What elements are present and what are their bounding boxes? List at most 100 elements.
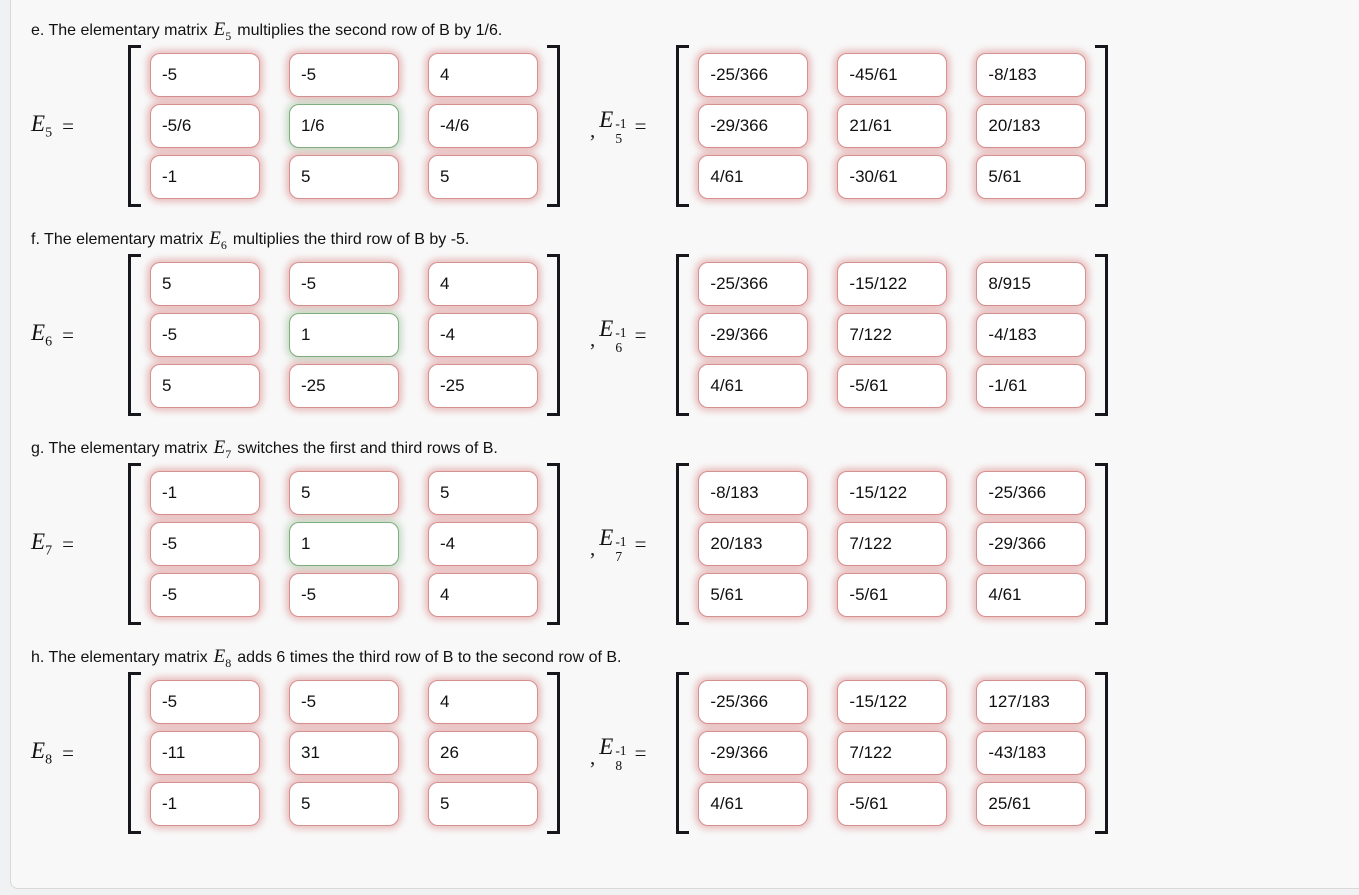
- matrix-cell-input[interactable]: [150, 364, 260, 408]
- right-bracket-icon: [1095, 463, 1109, 625]
- matrix-cell-input[interactable]: [428, 313, 538, 357]
- matrix-cell-input[interactable]: [698, 731, 809, 775]
- matrix-cell-input[interactable]: [428, 680, 538, 724]
- matrix-grid: [150, 672, 538, 834]
- matrix-cell-input[interactable]: [698, 782, 809, 826]
- matrix-cell-input[interactable]: [428, 731, 538, 775]
- matrix-cell-input[interactable]: [976, 313, 1087, 357]
- matrix-cell-input[interactable]: [289, 522, 399, 566]
- matrix-cell-input[interactable]: [976, 471, 1087, 515]
- matrix-cell-input[interactable]: [976, 522, 1087, 566]
- matrix-cell-input[interactable]: [976, 364, 1087, 408]
- matrix-cell-input[interactable]: [976, 104, 1087, 148]
- matrix-cell-input[interactable]: [837, 313, 948, 357]
- comma: ,: [590, 326, 596, 351]
- matrix-cell-input[interactable]: [698, 155, 809, 199]
- matrix-cell-input[interactable]: [698, 262, 809, 306]
- inverse-symbol: E: [599, 734, 614, 760]
- matrix-cell-input[interactable]: [428, 522, 538, 566]
- matrix-cell-input[interactable]: [698, 53, 809, 97]
- matrix-cell-input[interactable]: [150, 731, 260, 775]
- matrix-cell-input[interactable]: [289, 471, 399, 515]
- inverse-superscript: -1: [615, 325, 627, 341]
- section-heading: g. The elementary matrix E7 switches the…: [31, 437, 1359, 461]
- matrix-cell-input[interactable]: [698, 364, 809, 408]
- matrix-cell-input[interactable]: [289, 262, 399, 306]
- matrix-cell-input[interactable]: [150, 262, 260, 306]
- matrix-cell-input[interactable]: [428, 53, 538, 97]
- matrix-cell-input[interactable]: [428, 155, 538, 199]
- matrix-cell-input[interactable]: [698, 471, 809, 515]
- matrix-cell-input[interactable]: [289, 364, 399, 408]
- matrix-cell-input[interactable]: [698, 522, 809, 566]
- matrix-cell-input[interactable]: [428, 104, 538, 148]
- matrix-cell-input[interactable]: [976, 53, 1087, 97]
- matrix-symbol: E: [31, 319, 46, 345]
- matrix-cell-input[interactable]: [837, 262, 948, 306]
- matrix-cell-input[interactable]: [289, 53, 399, 97]
- matrix-cell-input[interactable]: [150, 573, 260, 617]
- matrix-cell-input[interactable]: [428, 471, 538, 515]
- heading-math-symbol: E7: [214, 437, 232, 462]
- matrix-cell-input[interactable]: [150, 471, 260, 515]
- matrix-cell-input[interactable]: [837, 522, 948, 566]
- matrix-cell-input[interactable]: [837, 782, 948, 826]
- matrix-cell-input[interactable]: [150, 313, 260, 357]
- matrix-cell-input[interactable]: [428, 262, 538, 306]
- matrix-cell-input[interactable]: [428, 782, 538, 826]
- matrix-cell-input[interactable]: [837, 731, 948, 775]
- inverse-grid: [698, 672, 1087, 834]
- matrix-cell-input[interactable]: [150, 782, 260, 826]
- left-bracket-icon: [676, 45, 690, 207]
- matrix-cell-input[interactable]: [289, 104, 399, 148]
- inverse-subscript: 7: [615, 548, 623, 564]
- matrix: [128, 45, 560, 207]
- matrix-cell-input[interactable]: [150, 155, 260, 199]
- matrix-cell-input[interactable]: [698, 680, 809, 724]
- matrix-cell-input[interactable]: [837, 53, 948, 97]
- matrix-cell-input[interactable]: [698, 104, 809, 148]
- matrix-cell-input[interactable]: [289, 731, 399, 775]
- right-bracket-icon: [547, 254, 560, 416]
- matrix-cell-input[interactable]: [837, 104, 948, 148]
- matrix-cell-input[interactable]: [289, 782, 399, 826]
- matrix-cell-input[interactable]: [976, 782, 1087, 826]
- matrix-cell-input[interactable]: [150, 680, 260, 724]
- inverse-subscript: 6: [615, 339, 623, 355]
- matrix-cell-input[interactable]: [289, 313, 399, 357]
- inverse-subscript: 5: [615, 130, 623, 146]
- matrix-cell-input[interactable]: [289, 680, 399, 724]
- comma: ,: [590, 535, 596, 560]
- matrix-grid: [150, 45, 538, 207]
- heading-subscript: 7: [225, 446, 232, 461]
- matrix-math-symbol: E6: [31, 320, 52, 351]
- matrix-cell-input[interactable]: [289, 155, 399, 199]
- section-heading: f. The elementary matrix E6 multiplies t…: [31, 228, 1359, 252]
- matrix-cell-input[interactable]: [837, 680, 948, 724]
- matrix-cell-input[interactable]: [150, 104, 260, 148]
- matrix-cell-input[interactable]: [976, 155, 1087, 199]
- equation-row: E5 = , E-15 =: [31, 45, 1359, 207]
- matrix-cell-input[interactable]: [837, 471, 948, 515]
- right-bracket-icon: [547, 45, 560, 207]
- matrix-cell-input[interactable]: [976, 573, 1087, 617]
- matrix-cell-input[interactable]: [976, 262, 1087, 306]
- matrix-cell-input[interactable]: [837, 573, 948, 617]
- equals-sign-2: =: [634, 531, 647, 556]
- matrix-cell-input[interactable]: [976, 731, 1087, 775]
- matrix-cell-input[interactable]: [837, 155, 948, 199]
- problem-card-content: e. The elementary matrix E5 multiplies t…: [11, 0, 1359, 834]
- matrix-cell-input[interactable]: [976, 680, 1087, 724]
- matrix-cell-input[interactable]: [428, 364, 538, 408]
- matrix-cell-input[interactable]: [698, 573, 809, 617]
- matrix-cell-input[interactable]: [428, 573, 538, 617]
- matrix-cell-input[interactable]: [698, 313, 809, 357]
- matrix-cell-input[interactable]: [150, 53, 260, 97]
- matrix-cell-input[interactable]: [150, 522, 260, 566]
- matrix-cell-input[interactable]: [837, 364, 948, 408]
- matrix-grid: [150, 254, 538, 416]
- matrix-cell-input[interactable]: [289, 573, 399, 617]
